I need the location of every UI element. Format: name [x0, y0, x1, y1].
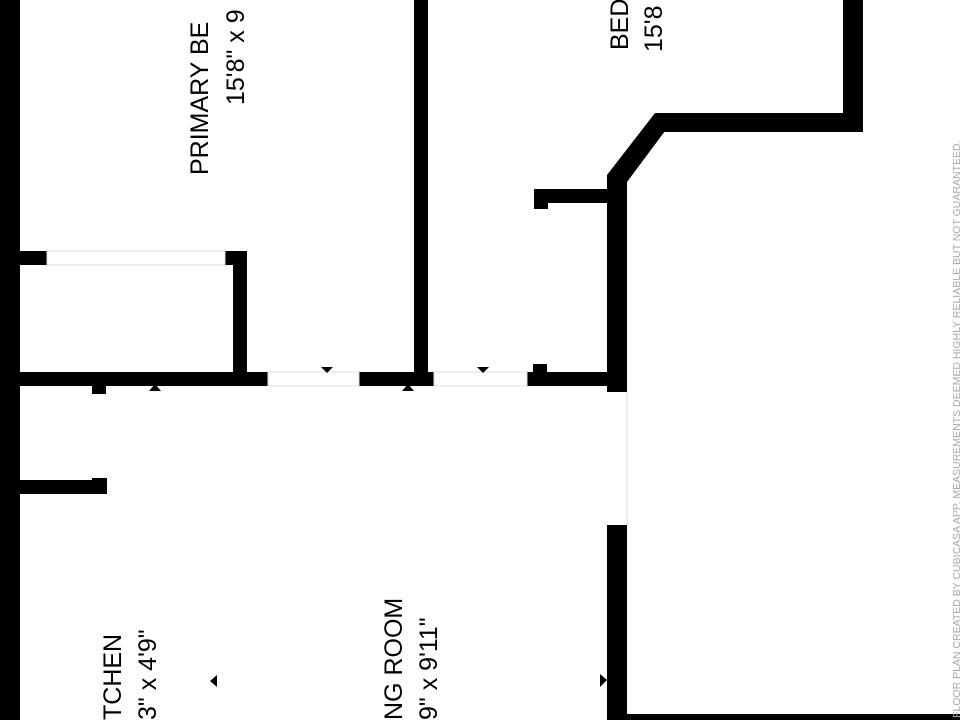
wall-corridor-c-end: [533, 364, 547, 386]
door-marker: [321, 367, 333, 373]
living-room-name: NG ROOM: [380, 598, 408, 720]
wall-closet-right: [233, 251, 247, 386]
bedroom-name: BED: [606, 0, 634, 50]
wall-corridor-a: [20, 372, 268, 386]
closet-opening: [46, 250, 226, 266]
wall-bedroom-right: [843, 0, 863, 132]
primary-bedroom-dims: 15'8" x 9: [222, 9, 250, 105]
door-marker: [477, 367, 489, 373]
wall-kitchen: [20, 480, 107, 494]
door-marker: [402, 384, 414, 391]
living-room-dims: 9" x 9'11": [415, 617, 443, 720]
wall-hall-stub: [535, 189, 615, 203]
door-marker: [600, 674, 607, 687]
wall-outer-left: [0, 0, 20, 720]
door-marker: [149, 384, 161, 391]
openings: [46, 250, 628, 525]
disclaimer-text: FLOOR PLAN CREATED BY CUBICASA APP. MEAS…: [951, 141, 960, 718]
wall-bedroom-diagonal: [607, 113, 668, 182]
wall-bedroom-bottom: [655, 113, 863, 132]
kitchen-name: TCHEN: [99, 634, 127, 720]
wall-bedroom-divider: [414, 0, 428, 386]
door-markers: [149, 367, 607, 687]
wall-kitchen-post: [92, 478, 107, 494]
wall-hall-stub-end: [534, 189, 548, 209]
wall-corridor-b: [359, 372, 434, 386]
primary-bedroom-name: PRIMARY BE: [186, 22, 214, 175]
kitchen-dims: 3" x 4'9": [134, 629, 162, 720]
bedroom-dims: 15'8: [640, 6, 668, 52]
wall-hall-right: [607, 175, 627, 392]
wall-corridor-post: [92, 372, 106, 394]
door-opening-primary: [267, 371, 360, 387]
wall-corridor-c: [527, 372, 627, 386]
door-opening-bath: [433, 371, 528, 387]
room-labels: PRIMARY BE 15'8" x 9 BED 15'8 NG ROOM 9"…: [99, 0, 668, 720]
door-marker: [210, 675, 217, 687]
wall-closet-top: [20, 251, 47, 265]
wall-living-bottom: [607, 714, 960, 720]
wall-living-right: [607, 525, 627, 720]
